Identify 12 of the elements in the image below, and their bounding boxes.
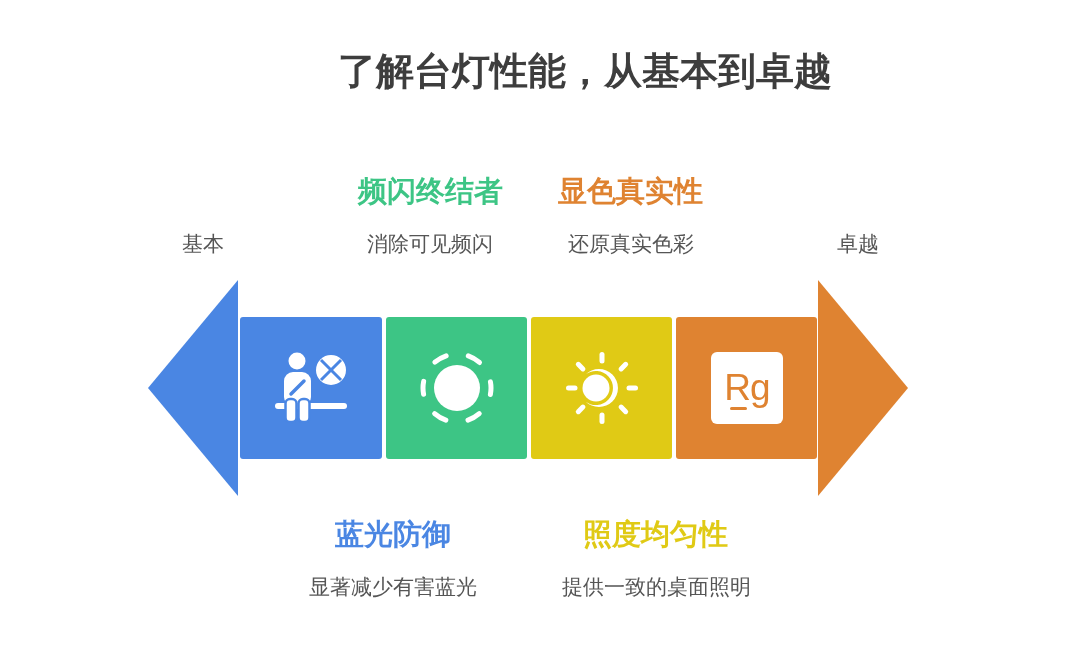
scale-label: 卓越	[837, 230, 879, 256]
feature-title: 频闪终结者	[357, 173, 503, 209]
feature-description: 还原真实色彩	[568, 230, 694, 256]
title: 了解台灯性能，从基本到卓越	[338, 49, 832, 94]
feature-description: 消除可见频闪	[367, 230, 493, 256]
feature-title: 照度均匀性	[582, 516, 728, 552]
feature-title: 蓝光防御	[335, 516, 451, 552]
scale-label: 基本	[182, 230, 224, 256]
feature-description: 显著减少有害蓝光	[309, 573, 477, 599]
feature-description: 提供一致的桌面照明	[561, 573, 751, 599]
symbol-badge: Rg	[711, 352, 783, 424]
feature-title: 显色真实性	[557, 173, 703, 209]
